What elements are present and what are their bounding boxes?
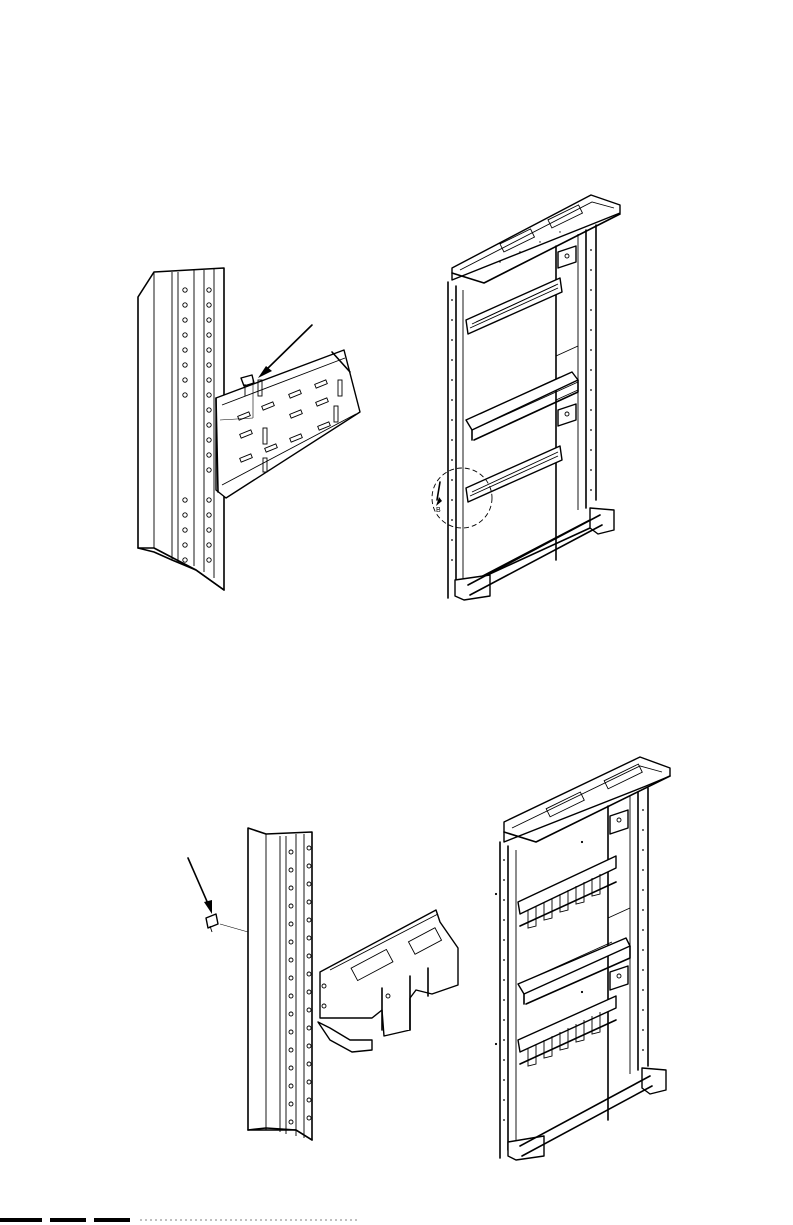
top-frame-view: B [432, 195, 620, 600]
bottom-screw [206, 914, 248, 932]
footer-strip [0, 1218, 360, 1222]
bottom-rail-holes [289, 846, 311, 1124]
bottom-frame-view [495, 757, 670, 1160]
top-detail-view [138, 268, 360, 590]
top-slotted-tray [216, 350, 360, 498]
top-rail-holes [183, 288, 211, 562]
bottom-finger-tray [318, 910, 458, 1052]
detail-callout-b: B [432, 468, 492, 528]
top-rail [138, 268, 224, 590]
bottom-pointer-arrow-icon [188, 858, 212, 914]
detail-callout-label: B [436, 507, 441, 514]
bottom-detail-view [188, 828, 458, 1140]
bottom-rail [248, 828, 312, 1140]
